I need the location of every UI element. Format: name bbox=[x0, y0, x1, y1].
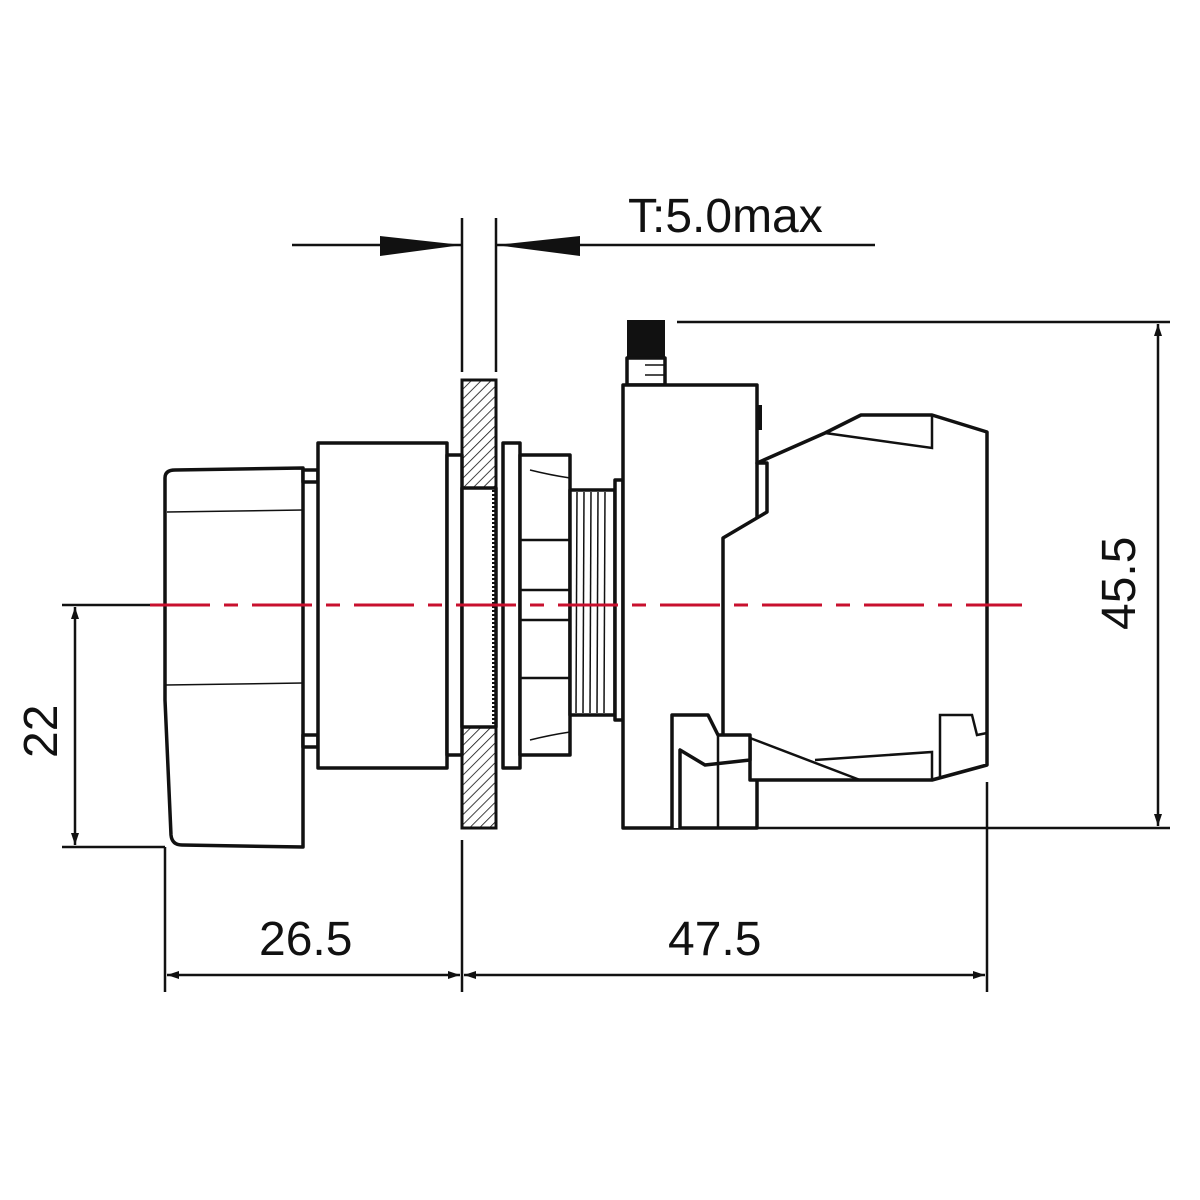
dimension-front-length: 26.5 bbox=[167, 913, 460, 979]
rear-length-label: 47.5 bbox=[668, 913, 761, 966]
height-label: 45.5 bbox=[1093, 537, 1146, 630]
knob-half-label: 22 bbox=[15, 705, 68, 758]
dimension-panel-thickness: T:5.0max bbox=[292, 190, 875, 256]
threaded-sleeve bbox=[568, 478, 625, 722]
extension-lines bbox=[62, 218, 1170, 992]
panel-thickness-label: T:5.0max bbox=[628, 190, 823, 243]
front-length-label: 26.5 bbox=[259, 913, 352, 966]
dimension-height: 45.5 bbox=[1093, 324, 1162, 826]
contact-element bbox=[670, 413, 989, 828]
dimension-knob-half: 22 bbox=[15, 607, 79, 845]
mounting-panel bbox=[460, 378, 498, 830]
dimension-rear-length: 47.5 bbox=[464, 913, 985, 979]
selector-knob bbox=[163, 466, 320, 849]
